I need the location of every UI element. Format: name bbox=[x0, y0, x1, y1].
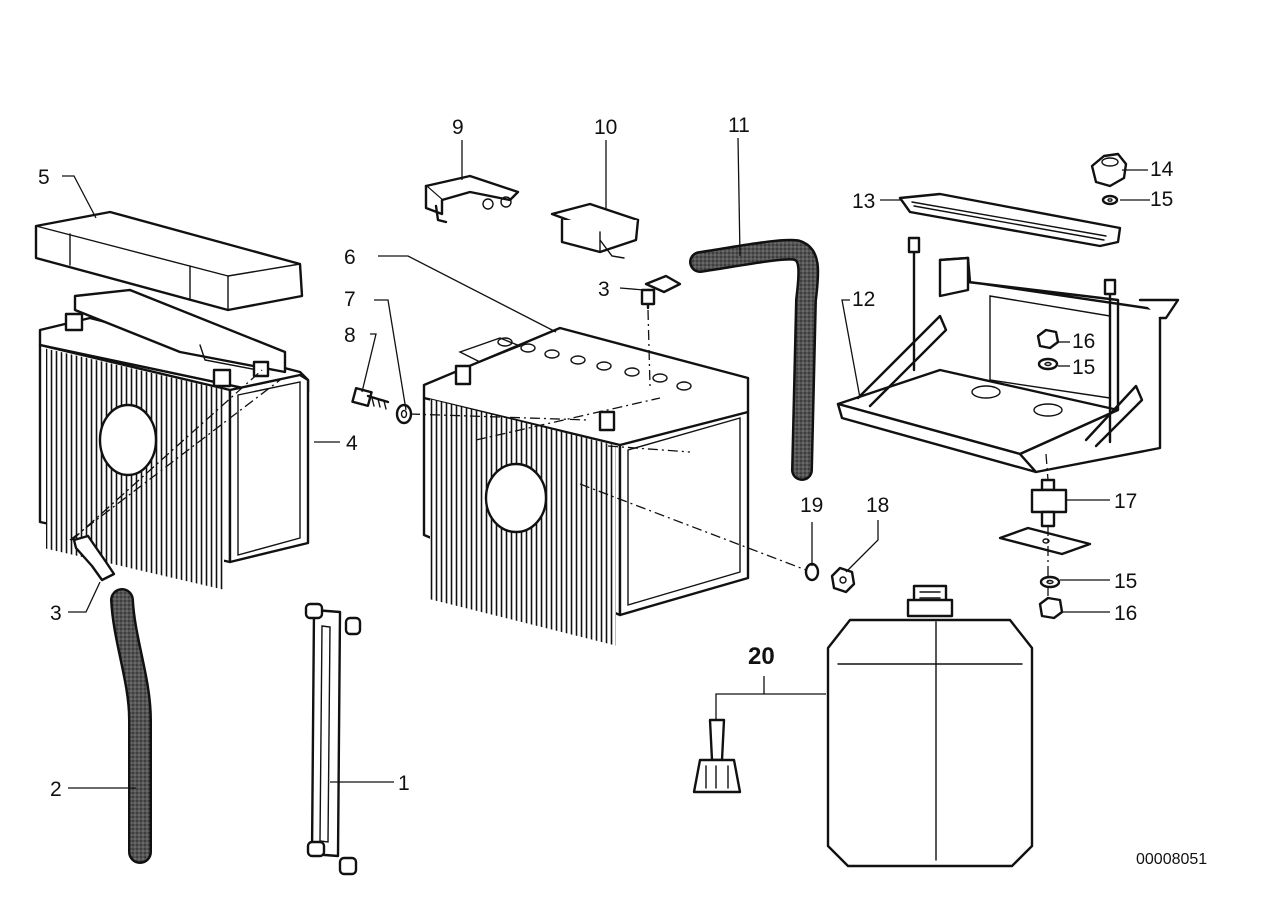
callout-11: 11 bbox=[728, 114, 750, 137]
container-nozzle bbox=[692, 718, 742, 794]
callout-3-top: 3 bbox=[598, 278, 610, 301]
callout-10: 10 bbox=[594, 116, 617, 139]
bolt-8 bbox=[351, 386, 390, 410]
callout-18: 18 bbox=[866, 494, 889, 517]
washer-7 bbox=[395, 403, 413, 425]
assembly-center-lines bbox=[69, 309, 1049, 600]
leader-lines bbox=[62, 137, 1150, 789]
battery-cover-lid bbox=[34, 210, 304, 312]
rubber-mount-17 bbox=[998, 478, 1092, 556]
callout-16-lower: 16 bbox=[1114, 602, 1137, 625]
battery-tray-12 bbox=[836, 256, 1180, 474]
nut-18 bbox=[830, 566, 856, 594]
diagram-reference-code: 00008051 bbox=[1136, 851, 1207, 868]
callout-6: 6 bbox=[344, 246, 356, 269]
callout-1: 1 bbox=[398, 772, 410, 795]
callout-4: 4 bbox=[346, 432, 358, 455]
callout-13: 13 bbox=[852, 190, 875, 213]
terminal-cover-9 bbox=[424, 174, 520, 224]
hold-down-strap-13 bbox=[898, 192, 1122, 248]
callout-15-tray: 15 bbox=[1072, 356, 1095, 379]
callout-3-left: 3 bbox=[50, 602, 62, 625]
wing-nut-14 bbox=[1090, 152, 1128, 188]
nut-16-lower bbox=[1038, 596, 1064, 620]
callout-16-tray: 16 bbox=[1072, 330, 1095, 353]
callout-20: 20 bbox=[748, 643, 775, 670]
callout-5: 5 bbox=[38, 166, 50, 189]
vent-elbow-top bbox=[640, 274, 682, 310]
water-container-20 bbox=[826, 584, 1034, 868]
callout-15-top: 15 bbox=[1150, 188, 1173, 211]
callout-19: 19 bbox=[800, 494, 823, 517]
vent-hose-2 bbox=[110, 588, 152, 864]
callout-15-lower: 15 bbox=[1114, 570, 1137, 593]
callout-12: 12 bbox=[852, 288, 875, 311]
washer-15-top bbox=[1101, 194, 1119, 206]
washer-15-lower bbox=[1039, 575, 1061, 589]
washer-19 bbox=[804, 562, 820, 582]
terminal-cover-10 bbox=[550, 202, 640, 259]
clamp-bar-1 bbox=[304, 602, 362, 876]
tray-studs bbox=[907, 236, 1117, 444]
callout-9: 9 bbox=[452, 116, 464, 139]
small-battery bbox=[38, 288, 310, 590]
callout-labels: 5 9 10 11 6 7 8 3 12 13 14 15 16 15 4 17… bbox=[38, 114, 1207, 868]
filler-caps bbox=[497, 337, 692, 391]
callout-7: 7 bbox=[344, 288, 356, 311]
callout-17: 17 bbox=[1114, 490, 1137, 513]
vent-elbow-left bbox=[72, 534, 116, 582]
callout-14: 14 bbox=[1150, 158, 1174, 181]
vent-hose-11 bbox=[689, 238, 820, 481]
nut-16-on-tray bbox=[1036, 328, 1060, 350]
washer-15-on-tray bbox=[1037, 357, 1059, 371]
callout-2: 2 bbox=[50, 778, 62, 801]
main-battery bbox=[422, 326, 750, 646]
callout-8: 8 bbox=[344, 324, 356, 347]
